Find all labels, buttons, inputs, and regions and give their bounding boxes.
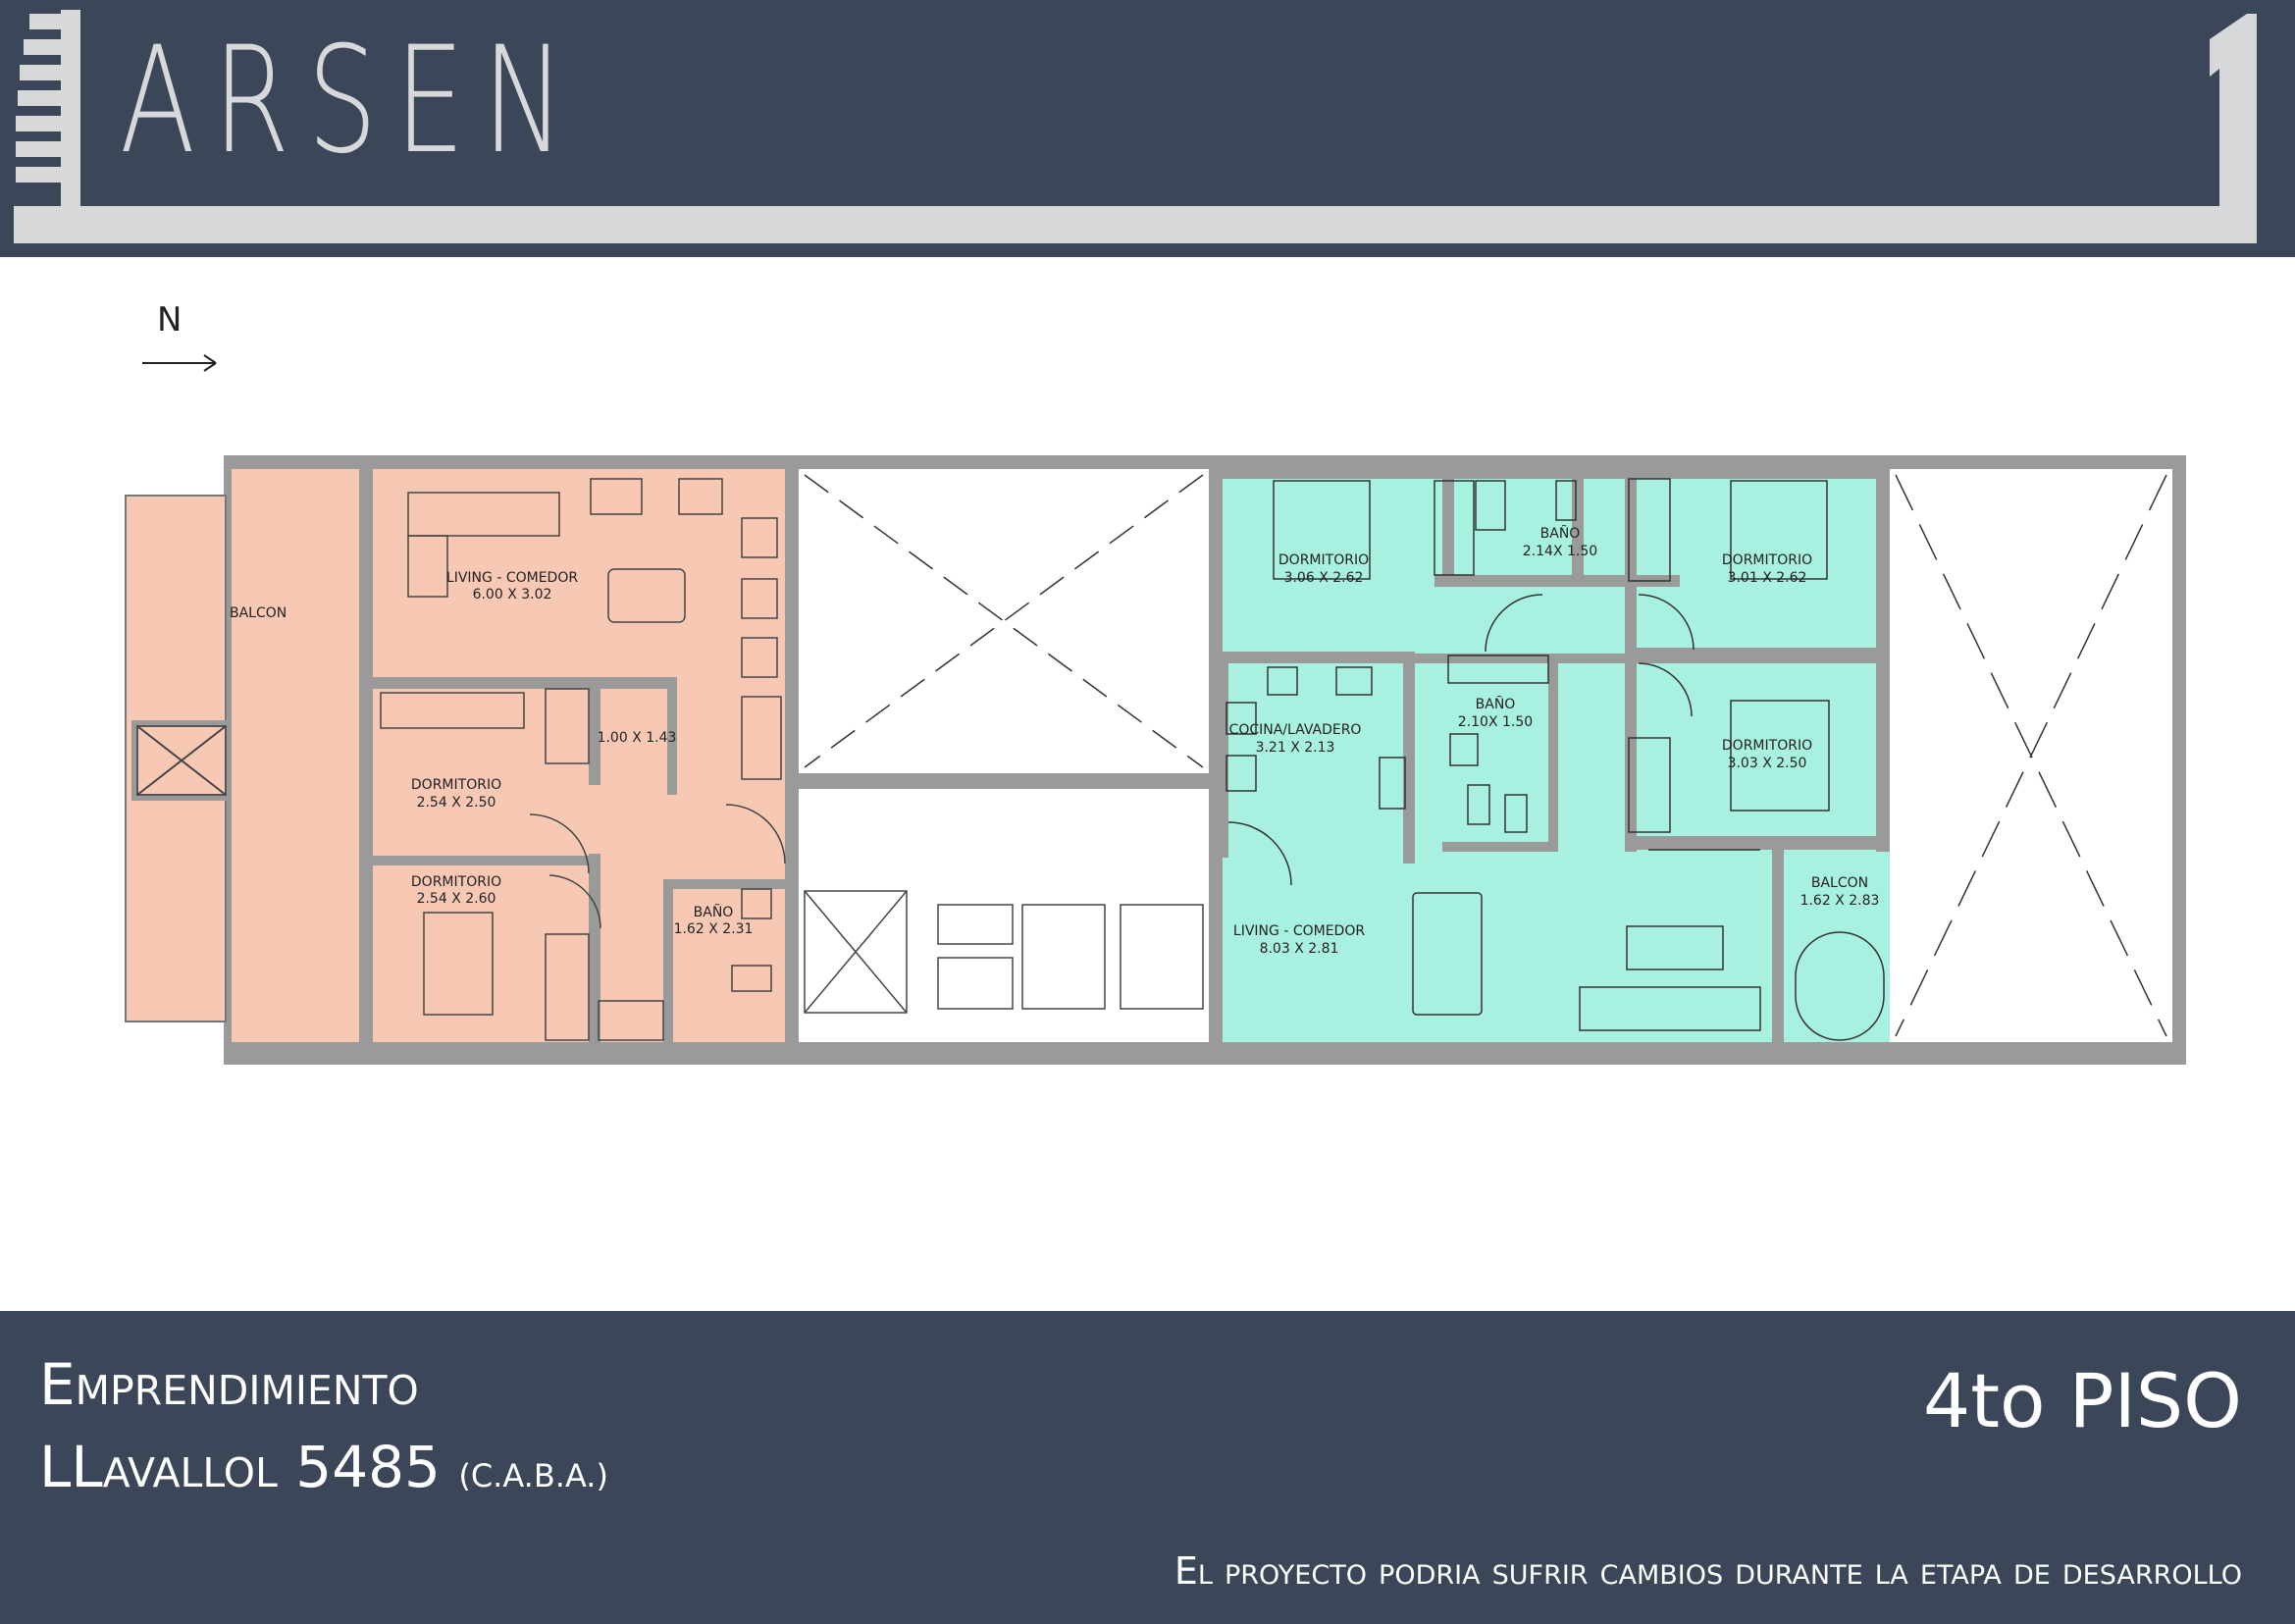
room-label: DORMITORIO [1722,552,1812,568]
room-label: BAÑO [1540,525,1581,542]
room-dims: 1.00 X 1.43 [598,730,677,746]
room-dims: 2.10X 1.50 [1458,714,1533,730]
room-dims: 2.54 X 2.50 [417,795,496,811]
room-dims: 3.03 X 2.50 [1728,756,1807,771]
room-dims: 1.62 X 2.83 [1800,893,1880,909]
room-dims: 3.06 X 2.62 [1284,570,1364,586]
room-dims: 2.14X 1.50 [1523,544,1597,559]
address-note: (C.A.B.A.) [458,1457,608,1494]
room-dims: 8.03 X 2.81 [1260,941,1339,957]
room-dims: 2.54 X 2.60 [417,891,496,907]
room-dims: 1.62 X 2.31 [674,921,754,937]
project-title: Emprendimiento [39,1351,419,1418]
room-label: LIVING - COMEDOR [1233,923,1365,939]
footer-banner [0,1311,2295,1624]
room-label: LIVING - COMEDOR [446,570,578,586]
north-label: N [157,300,183,340]
unit-a [126,469,785,1042]
brand-name: ARSEN [120,16,583,186]
disclaimer: El proyecto podria sufrir cambios durant… [1174,1549,2242,1593]
room-dims: 6.00 X 3.02 [473,587,552,602]
brand-logo-frame [14,10,2257,243]
room-label: BALCON [230,605,287,621]
room-label: DORMITORIO [1278,552,1369,568]
room-label: BAÑO [694,904,734,920]
room-label: COCINA/LAVADERO [1229,722,1362,738]
room-label: DORMITORIO [1722,738,1812,754]
project-address: LLavallol 5485 (C.A.B.A.) [39,1439,608,1495]
floor-label: 4to PISO [1922,1357,2242,1444]
room-label: DORMITORIO [411,874,501,890]
room-label: DORMITORIO [411,777,501,793]
address-text: LLavallol 5485 [39,1434,441,1500]
north-arrow-icon [142,354,217,372]
room-label: BALCON [1811,875,1868,891]
room-dims: 3.01 X 2.62 [1728,570,1807,586]
room-label: BAÑO [1476,696,1516,712]
room-dims: 3.21 X 2.13 [1256,740,1335,756]
